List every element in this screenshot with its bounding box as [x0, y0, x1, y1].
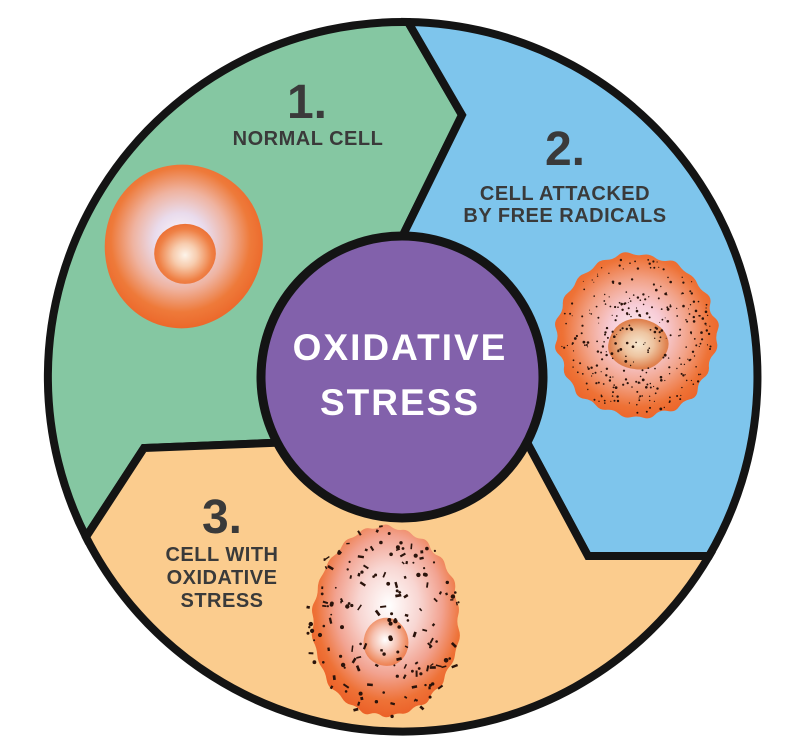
segment1-number: 1.	[287, 76, 327, 129]
segment2-label-line2: BY FREE RADICALS	[463, 205, 666, 227]
normal-cell-illustration	[104, 164, 263, 329]
center-title-line1: OXIDATIVE	[293, 327, 508, 368]
attacked-cell-illustration	[555, 252, 719, 419]
center-title-line2: STRESS	[320, 382, 480, 423]
segment2-label-line1: CELL ATTACKED	[480, 183, 650, 205]
attacked-cell-free-radical-speckles	[561, 258, 712, 414]
segment3-label-line1: CELL WITH	[165, 544, 278, 566]
segment-cell-attacked	[370, 17, 762, 560]
stressed-cell-nucleus	[363, 617, 409, 666]
normal-cell-nucleus	[154, 223, 216, 284]
stressed-cell-damage-speckles	[306, 525, 460, 719]
segment2-number: 2.	[545, 123, 585, 176]
segment3-label-line2: OXIDATIVE	[167, 567, 278, 589]
segment3-label-line3: STRESS	[180, 590, 263, 612]
segment1-label: NORMAL CELL	[233, 128, 384, 150]
segment3-number: 3.	[202, 491, 242, 544]
stressed-cell-illustration	[306, 524, 460, 719]
segment-normal-cell	[43, 17, 467, 546]
center-hub-circle	[256, 231, 548, 523]
attacked-cell-nucleus	[608, 318, 669, 370]
